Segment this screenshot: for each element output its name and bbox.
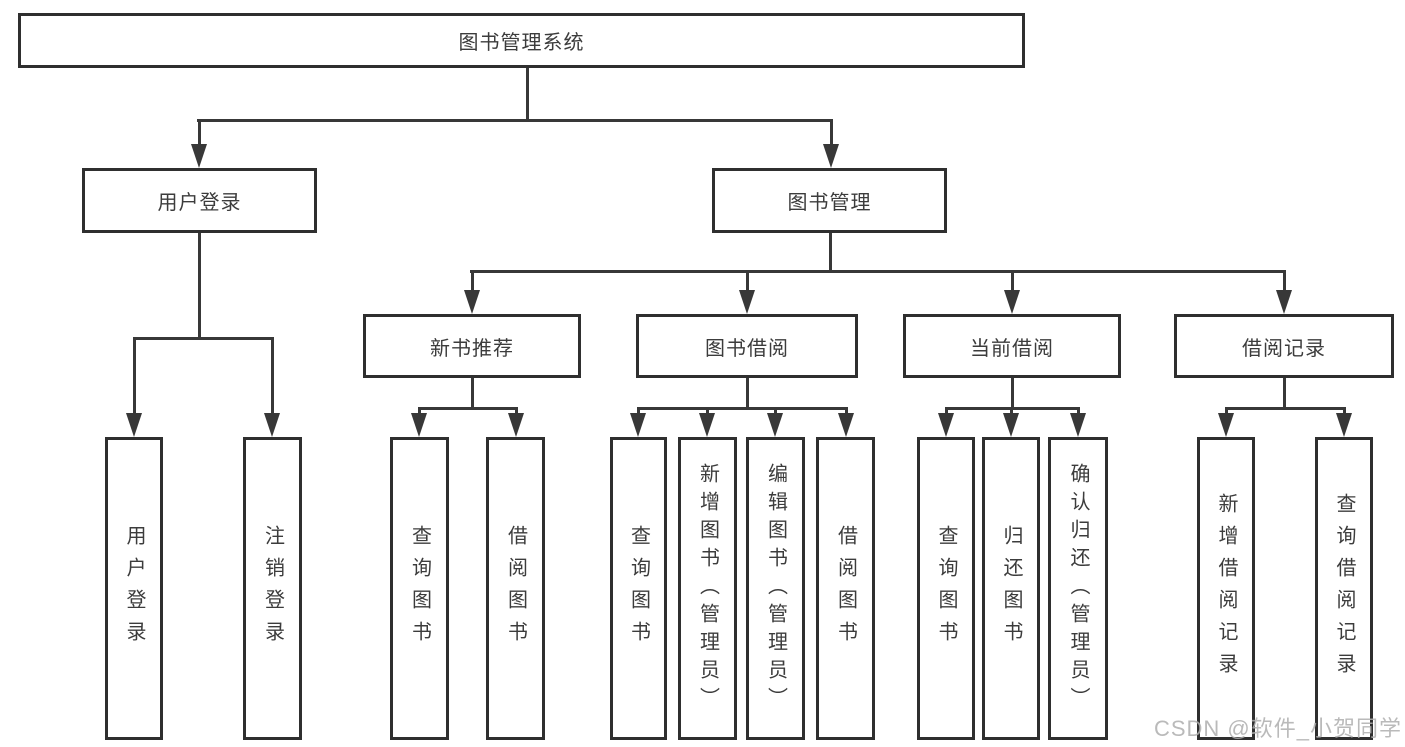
connector-arrow-shaft	[198, 119, 201, 148]
connector-arrow-shaft	[706, 407, 709, 417]
arrow-down-icon	[191, 144, 207, 168]
node-new-book-recommend: 新书推荐	[363, 314, 581, 378]
arrow-down-icon	[1003, 413, 1019, 437]
connector-vline	[1283, 378, 1286, 407]
connector-arrow-shaft	[1011, 270, 1014, 294]
connector-hline	[197, 119, 833, 122]
connector-vline	[1011, 378, 1014, 407]
node-user-login: 用户登录	[82, 168, 317, 233]
connector-vline	[471, 378, 474, 407]
arrow-down-icon	[508, 413, 524, 437]
connector-arrow-shaft	[1225, 407, 1228, 417]
arrow-down-icon	[823, 144, 839, 168]
connector-arrow-shaft	[746, 270, 749, 294]
leaf-confirm-return-admin: 确认归还（管理员）	[1048, 437, 1108, 740]
connector-arrow-shaft	[1343, 407, 1346, 417]
arrow-down-icon	[126, 413, 142, 437]
arrow-down-icon	[1336, 413, 1352, 437]
leaf-borrow-books-borrowing: 借阅图书	[816, 437, 875, 740]
arrow-down-icon	[411, 413, 427, 437]
connector-hline	[637, 407, 847, 410]
leaf-edit-books-admin: 编辑图书（管理员）	[746, 437, 805, 740]
connector-vline	[526, 68, 529, 119]
arrow-down-icon	[838, 413, 854, 437]
connector-arrow-shaft	[637, 407, 640, 417]
arrow-down-icon	[1070, 413, 1086, 437]
node-book-management: 图书管理	[712, 168, 947, 233]
csdn-watermark: CSDN @软件_小贺同学	[1153, 716, 1402, 741]
arrow-down-icon	[630, 413, 646, 437]
connector-arrow-shaft	[830, 119, 833, 148]
node-book-borrowing: 图书借阅	[636, 314, 858, 378]
connector-arrow-shaft	[845, 407, 848, 417]
connector-vline	[746, 378, 749, 407]
leaf-add-borrow-record: 新增借阅记录	[1197, 437, 1255, 740]
connector-arrow-shaft	[1010, 407, 1013, 417]
connector-arrow-shaft	[774, 407, 777, 417]
arrow-down-icon	[464, 290, 480, 314]
connector-arrow-shaft	[1077, 407, 1080, 417]
node-current-borrowing: 当前借阅	[903, 314, 1121, 378]
connector-hline	[133, 337, 274, 340]
leaf-return-books: 归还图书	[982, 437, 1040, 740]
connector-vline	[198, 233, 201, 337]
leaf-add-books-admin: 新增图书（管理员）	[678, 437, 737, 740]
arrow-down-icon	[1004, 290, 1020, 314]
arrow-down-icon	[264, 413, 280, 437]
leaf-query-books-current: 查询图书	[917, 437, 975, 740]
connector-arrow-shaft	[945, 407, 948, 417]
leaf-query-books-borrowing: 查询图书	[610, 437, 667, 740]
arrow-down-icon	[938, 413, 954, 437]
node-borrowing-records: 借阅记录	[1174, 314, 1394, 378]
connector-hline	[470, 270, 1286, 273]
connector-arrow-shaft	[271, 337, 274, 417]
connector-arrow-shaft	[515, 407, 518, 417]
connector-vline	[829, 233, 832, 270]
node-root-system: 图书管理系统	[18, 13, 1025, 68]
leaf-query-books-recommend: 查询图书	[390, 437, 449, 740]
leaf-borrow-books-recommend: 借阅图书	[486, 437, 545, 740]
connector-hline	[1225, 407, 1345, 410]
arrow-down-icon	[767, 413, 783, 437]
arrow-down-icon	[1218, 413, 1234, 437]
connector-arrow-shaft	[418, 407, 421, 417]
leaf-logout: 注销登录	[243, 437, 302, 740]
arrow-down-icon	[699, 413, 715, 437]
leaf-user-login: 用户登录	[105, 437, 163, 740]
arrow-down-icon	[1276, 290, 1292, 314]
leaf-query-borrow-record: 查询借阅记录	[1315, 437, 1373, 740]
arrow-down-icon	[739, 290, 755, 314]
connector-arrow-shaft	[471, 270, 474, 294]
connector-arrow-shaft	[1283, 270, 1286, 294]
connector-hline	[418, 407, 517, 410]
connector-arrow-shaft	[133, 337, 136, 417]
